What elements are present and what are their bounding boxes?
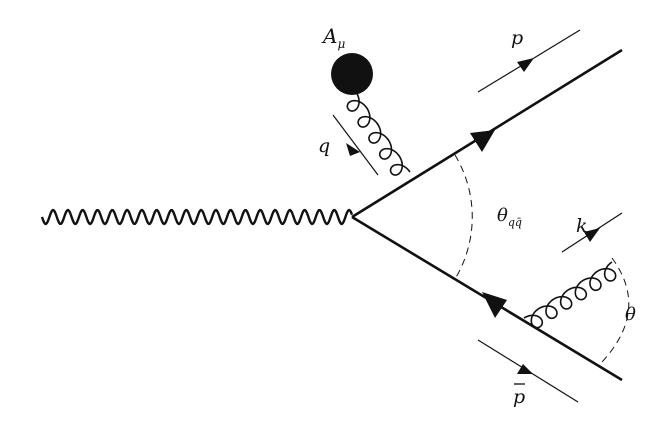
exchange-momentum-arrow: [332, 114, 379, 176]
quark-momentum-label: p: [511, 27, 523, 49]
antiquark-momentum-label: p: [513, 386, 525, 408]
pair-angle-label: θqq̄: [497, 205, 522, 229]
quark-momentum-arrowhead: [517, 58, 534, 72]
background-gluon-line: [346, 91, 411, 176]
antiquark-momentum-arrowhead: [517, 364, 533, 374]
background-field-blob: [331, 53, 373, 95]
photon-line: [40, 208, 354, 226]
exchange-momentum-arrowhead: [346, 143, 360, 156]
emitted-gluon-line: [523, 261, 617, 329]
pair-angle-arc: [454, 154, 473, 280]
emission-angle-arc: [601, 257, 630, 363]
background-field-label: Aμ: [321, 24, 345, 51]
emitted-gluon-momentum-arrowhead: [584, 228, 600, 242]
emission-angle-label: θ: [625, 304, 636, 325]
antiquark-arrow: [482, 292, 507, 318]
quark-arrow: [470, 130, 495, 152]
emitted-gluon-momentum-label: k: [576, 215, 588, 237]
exchange-momentum-label: q: [318, 135, 330, 157]
